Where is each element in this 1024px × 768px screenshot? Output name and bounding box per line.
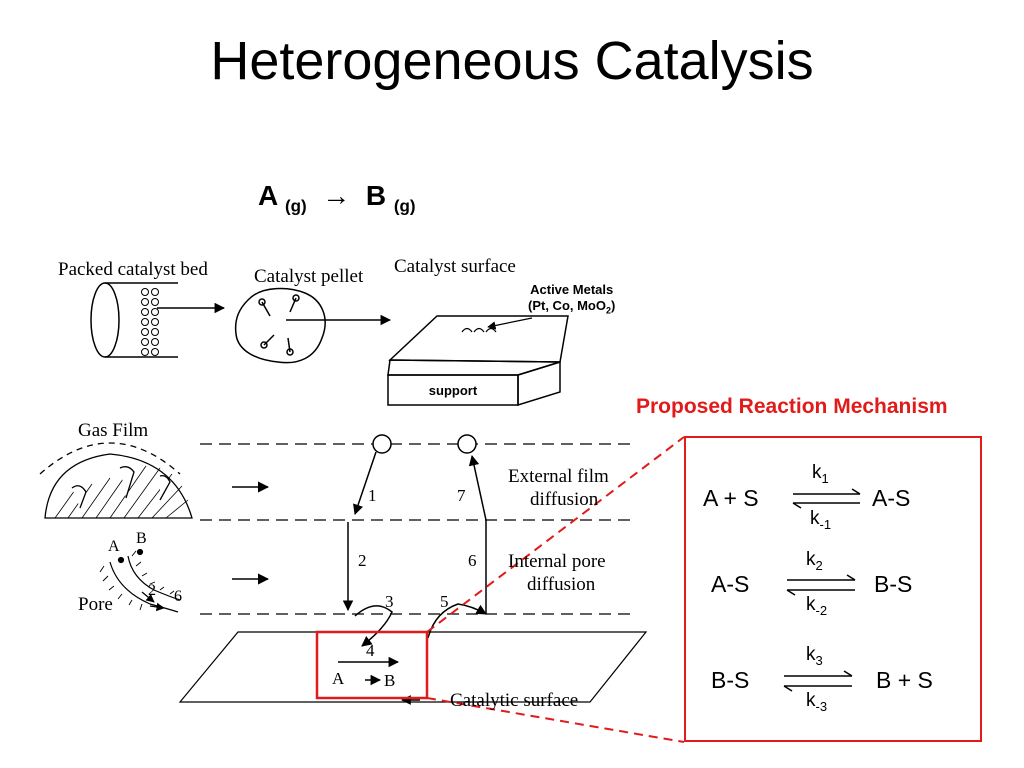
pore-b-label: B [136,530,147,547]
pore-a-label: A [108,538,120,555]
mech1-kf-sub: 1 [821,470,829,486]
reaction-zone-highlight [315,630,429,700]
callout-line-top [426,436,685,633]
step-1: 1 [368,486,377,505]
mech1-kr-symbol: k [810,508,820,529]
mech2-kr-sub: -2 [815,602,828,618]
page-title: Heterogeneous Catalysis [210,31,814,91]
product-phase: (g) [393,196,416,216]
pore-label: Pore [78,594,113,615]
active-metals-label: Active Metals (Pt, Co, MoO2) [528,282,615,319]
reactant-phase: (g) [284,196,307,216]
mech3-kf-symbol: k [806,644,816,665]
mech3-right: B + S [876,667,933,693]
film-boundary-lines [200,443,630,615]
internal-pore-line1: Internal pore [508,551,606,572]
mech1-kr-sub: -1 [819,516,832,532]
pellet-label: Catalyst pellet [254,266,364,287]
pore-illustration [99,548,181,613]
mech3-kf-sub: 3 [815,652,823,668]
step-3: 3 [385,592,394,611]
mech2-right: B-S [874,571,913,597]
active-metals-line1: Active Metals [530,282,614,297]
active-metals-line2: (Pt, Co, MoO2) [528,298,615,319]
surface-a-label: A [332,669,345,688]
product: B [365,180,387,211]
mechanism-box [684,436,982,742]
step-7: 7 [457,486,466,505]
active-metals-pointer [487,317,533,330]
support-label: support [428,383,478,398]
external-film-line2: diffusion [530,489,599,510]
catalytic-surface-plane [178,631,648,703]
mech2-kf: k2 [806,549,823,573]
pore-step-6: 6 [174,588,182,605]
mech1-left: A + S [703,485,759,511]
gas-film-label: Gas Film [78,420,149,441]
catalyst-pellet-illustration [234,287,326,364]
mech1-kf-symbol: k [812,462,822,483]
packed-bed-illustration [90,282,178,358]
mech1-kr: k-1 [810,508,831,532]
mech3-kr-symbol: k [806,690,816,711]
mech2-kf-sub: 2 [815,557,823,573]
diffusion-steps [338,434,487,686]
pore-step-2: 2 [148,582,156,599]
mech2-left: A-S [711,571,750,597]
equilibrium-arrows [783,488,861,692]
mech2-kr: k-2 [806,594,827,618]
catalyst-surface-illustration [387,315,569,407]
step-6: 6 [468,551,477,570]
step-5: 5 [440,592,449,611]
mech1-kf: k1 [812,462,829,486]
step-4: 4 [366,641,375,660]
packed-bed-label: Packed catalyst bed [58,259,208,280]
mechanism-title: Proposed Reaction Mechanism [636,395,948,418]
mech2-kr-symbol: k [806,594,816,615]
mech1-right: A-S [872,485,911,511]
catalytic-surface-label: Catalytic surface [450,690,579,711]
reactant: A [258,180,278,211]
external-film-line1: External film [508,466,609,487]
active-metals-sub: 2 [606,305,612,316]
reaction-arrow-icon: → [322,180,351,211]
surface-b-label: B [384,671,396,690]
mech3-kr: k-3 [806,690,827,714]
mech3-left: B-S [711,667,750,693]
internal-pore-line2: diffusion [527,574,596,595]
mech3-kr-sub: -3 [815,698,828,714]
active-metals-close: ) [611,298,616,313]
callout-line-bottom [426,697,685,743]
step-2: 2 [358,551,367,570]
mech3-kf: k3 [806,644,823,668]
surface-label: Catalyst surface [394,256,516,277]
overall-reaction: A (g) → B (g) [258,180,416,217]
active-metals-text: (Pt, Co, MoO [528,298,606,313]
gas-film-illustration [39,442,193,519]
mech2-kf-symbol: k [806,549,816,570]
